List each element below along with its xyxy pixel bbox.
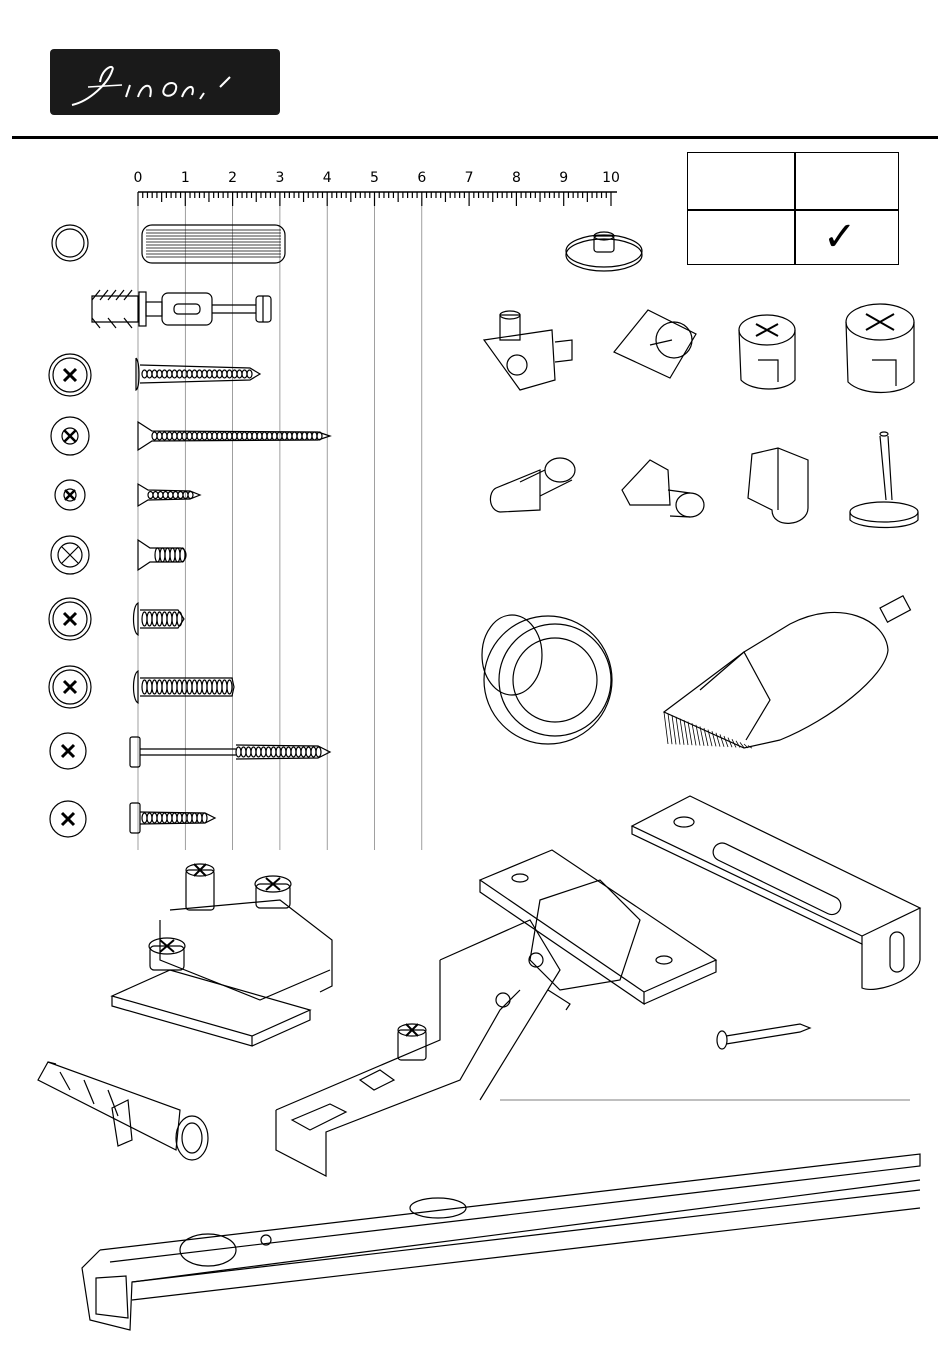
ruler: 0 1 2 3 4 5 6 7 8 9 10 [134, 170, 620, 206]
shelf-support-bracket-icon [484, 311, 572, 390]
chipboard-screw-short-icon [50, 801, 215, 837]
shelf-pin-peg-icon [622, 460, 704, 517]
countersunk-long-screw-icon [51, 417, 330, 455]
nail-icon [717, 1024, 810, 1049]
washer-head-screw-icon [49, 354, 260, 396]
ruler-label: 5 [370, 170, 379, 186]
ruler-label: 0 [134, 170, 143, 186]
felt-glide-nail-icon [850, 432, 918, 528]
glue-applicator-icon [664, 596, 910, 748]
confirmat-screw-icon [50, 733, 330, 769]
corner-connector-icon [614, 310, 696, 378]
round-knob-icon [482, 615, 612, 744]
euro-screw-medium-icon [49, 666, 234, 708]
ruler-label: 10 [602, 170, 620, 186]
shelf-pin-icon [490, 458, 575, 512]
glide-disc-icon [566, 232, 642, 271]
ruler-label: 3 [275, 170, 284, 186]
wooden-dowel-icon [52, 225, 285, 263]
ruler-label: 2 [228, 170, 237, 186]
ruler-label: 9 [559, 170, 568, 186]
cam-lock-small-icon [739, 315, 795, 389]
hinge-mounting-plate-icon [112, 864, 332, 1046]
cam-bolt-icon [92, 290, 271, 328]
ruler-label: 1 [181, 170, 190, 186]
concealed-hinge-icon [276, 850, 716, 1176]
ruler-label: 7 [465, 170, 474, 186]
wall-plug-icon [38, 1062, 208, 1160]
euro-screw-short-icon [49, 598, 184, 640]
cam-lock-large-icon [846, 304, 914, 393]
connector-sleeve-icon [51, 536, 186, 574]
ruler-label: 8 [512, 170, 521, 186]
shelf-clip-icon [748, 448, 808, 523]
wall-bracket-icon [632, 796, 920, 989]
ruler-guide-lines [138, 206, 422, 850]
countersunk-short-screw-icon [55, 480, 200, 510]
ruler-label: 6 [417, 170, 426, 186]
ruler-label: 4 [323, 170, 332, 186]
